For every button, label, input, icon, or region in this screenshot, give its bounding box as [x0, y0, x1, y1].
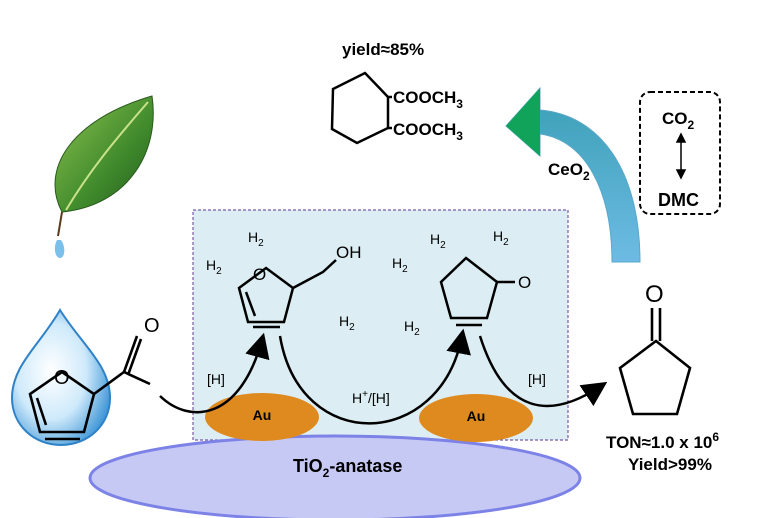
au-particle-right: Au — [419, 394, 533, 442]
step-label-3: [H] — [528, 371, 546, 387]
water-drop-icon — [10, 308, 112, 447]
reaction-arrows — [159, 328, 608, 425]
cyclopentanone-structure: O — [618, 281, 692, 416]
svg-text:H2: H2 — [248, 229, 264, 249]
leaf-icon — [54, 95, 154, 258]
co2-label: CO2 — [662, 109, 695, 132]
svg-text:Au: Au — [467, 408, 486, 424]
svg-text:H2: H2 — [430, 231, 446, 251]
au-particle-left: Au — [205, 393, 319, 441]
step-label-1: [H] — [207, 371, 225, 387]
svg-text:H2: H2 — [493, 228, 509, 248]
step-label-2: H+/[H] — [352, 389, 390, 406]
svg-text:O: O — [253, 265, 266, 284]
tio2-support — [88, 434, 582, 518]
ton-label: TON≈1.0 x 106 — [606, 430, 719, 452]
product-yield-label: Yield>99% — [628, 455, 712, 474]
svg-text:O: O — [144, 315, 160, 337]
svg-text:H2: H2 — [339, 313, 355, 333]
cyclopentenone-structure: O — [439, 256, 531, 327]
top-yield-label: yield≈85% — [342, 40, 424, 59]
svg-text:Au: Au — [253, 407, 272, 423]
diester-structure — [330, 71, 392, 145]
furfural-structure: O O — [28, 315, 160, 441]
ceo2-label: CeO2 — [548, 160, 590, 183]
svg-text:O: O — [518, 273, 531, 292]
ester-label-2: COOCH3 — [393, 120, 463, 143]
svg-text:H2: H2 — [206, 257, 222, 277]
svg-text:O: O — [54, 367, 70, 389]
ceo2-arrow — [505, 86, 641, 263]
tio2-label: TiO2-anatase — [293, 456, 402, 480]
furfuryl-alcohol-structure: O OH — [237, 243, 362, 329]
svg-text:H2: H2 — [392, 255, 408, 275]
hydrogen-labels: H2 H2 H2 H2 H2 H2 H2 — [206, 228, 509, 338]
equilibrium-arrow — [675, 132, 687, 180]
dmc-label: DMC — [658, 190, 699, 210]
svg-text:OH: OH — [336, 243, 362, 262]
ester-label-1: COOCH3 — [393, 88, 463, 111]
svg-text:H2: H2 — [404, 318, 420, 338]
svg-text:O: O — [645, 281, 664, 308]
